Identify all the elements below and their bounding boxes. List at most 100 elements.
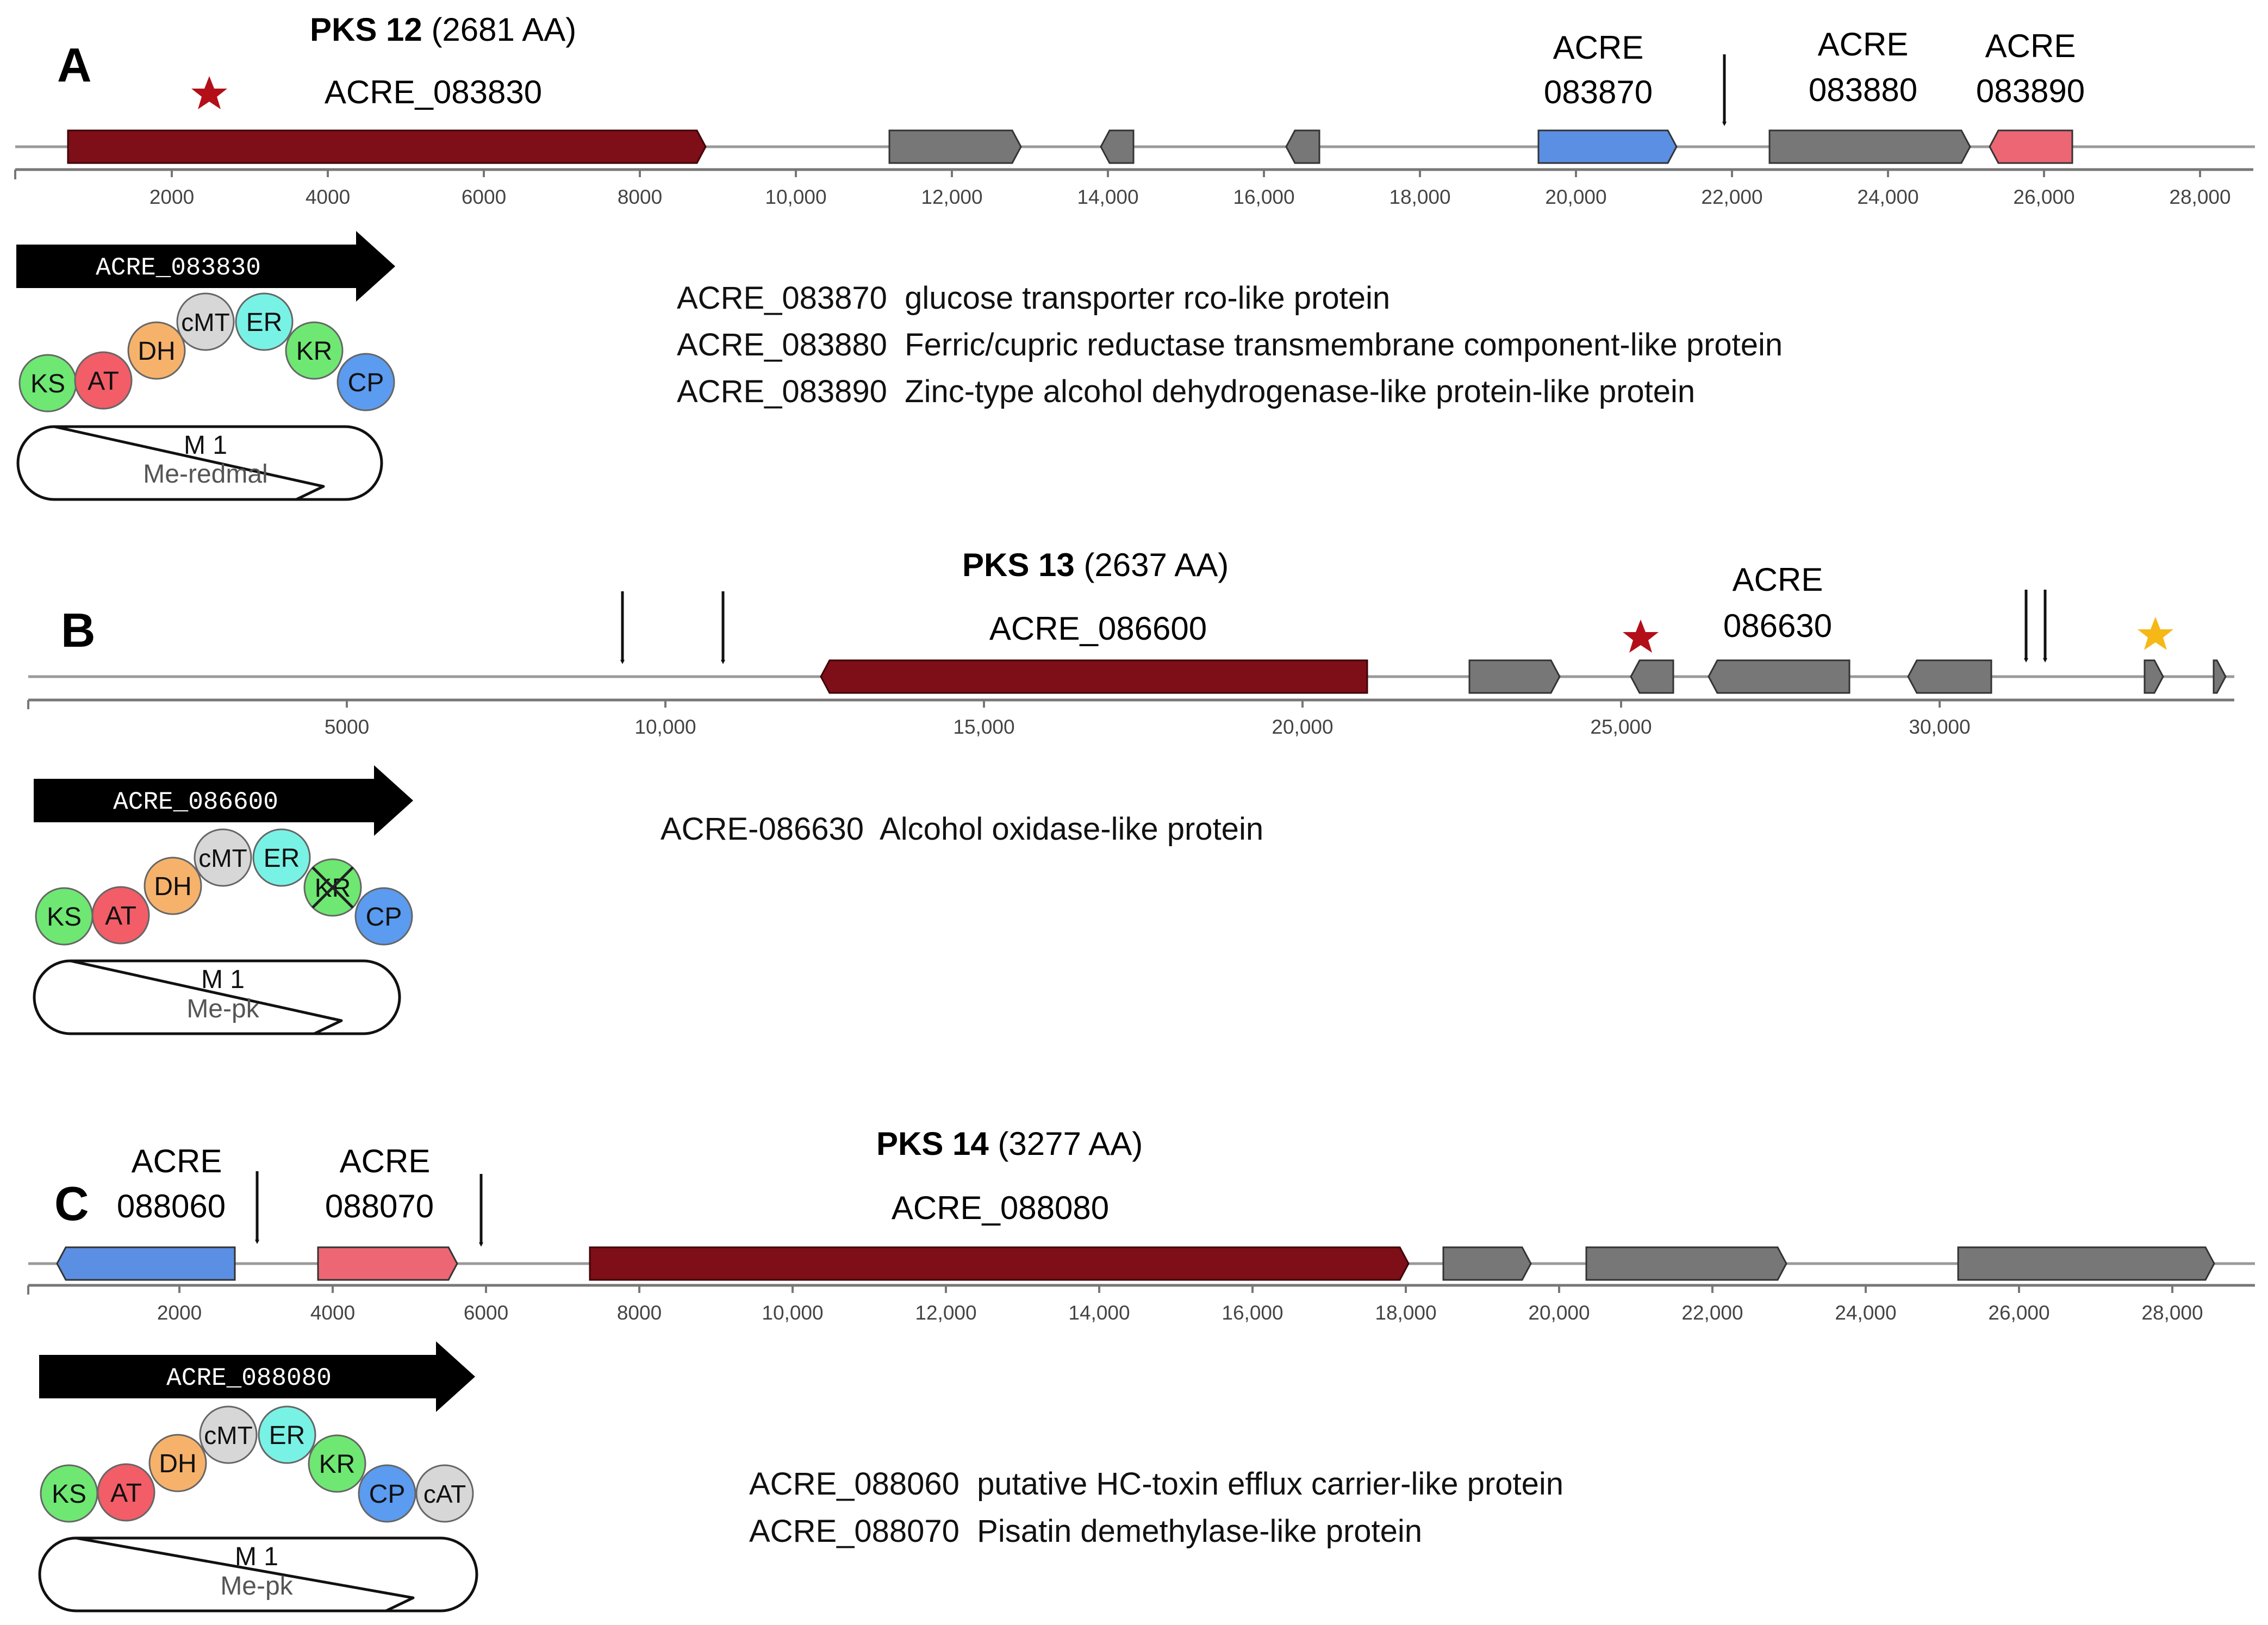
gene-label-bottom: 083880 <box>1809 72 1917 108</box>
module-diagram: ACRE_086600 KS AT DH cMT ER KR CP M 1 Me… <box>33 765 413 1035</box>
gene-direction-arrow <box>16 231 395 302</box>
pks-gene-label: ACRE_088080 <box>892 1190 1109 1226</box>
tick-label: 15,000 <box>953 716 1014 738</box>
module-diagram: ACRE_083830 KS AT DH cMT ER KR CP M 1 Me… <box>16 231 395 501</box>
gene-label-top: ACRE <box>1733 561 1823 598</box>
tick-label: 28,000 <box>2169 186 2230 208</box>
module-bracket <box>33 959 401 1035</box>
tick-label: 8000 <box>618 186 662 208</box>
tick-label: 16,000 <box>1233 186 1294 208</box>
domain-label: CP <box>369 1480 406 1509</box>
tick-label: 10,000 <box>765 186 826 208</box>
pks-title-bold: PKS 13 <box>962 547 1075 583</box>
domain-label: CP <box>348 368 384 397</box>
tick-label: 14,000 <box>1077 186 1138 208</box>
domain-label: cAT <box>423 1480 466 1508</box>
gene-arrow <box>1468 659 1561 694</box>
module-product: Me-pk <box>186 995 259 1023</box>
tick-label: 10,000 <box>634 716 696 738</box>
pks-title-bold: PKS 12 <box>310 11 422 48</box>
pks-title-rest: (2637 AA) <box>1075 547 1229 583</box>
tick-label: 2000 <box>157 1302 202 1324</box>
genes <box>56 1246 2215 1281</box>
gene-arrow-pks <box>67 129 707 164</box>
gene-descriptions: ACRE-086630 Alcohol oxidase-like protein <box>661 811 1263 847</box>
gene-label-top: ACRE <box>340 1143 431 1179</box>
panel-a: A PKS 12 (2681 AA) ACRE_083830 ACRE 0838… <box>14 11 2255 501</box>
gene-arrow-pks <box>589 1246 1410 1281</box>
domain-label: cMT <box>198 844 247 872</box>
axis: 2000 4000 6000 8000 10,000 12,000 14,000… <box>14 168 2253 208</box>
tick-label: 4000 <box>306 186 350 208</box>
domain-label: AT <box>105 902 136 930</box>
gene-arrow <box>56 1246 236 1281</box>
tick-label: 26,000 <box>1988 1302 2049 1324</box>
domain: KS <box>35 887 94 946</box>
gene-description: ACRE-086630 Alcohol oxidase-like protein <box>661 811 1263 847</box>
panel-letter: C <box>54 1177 89 1230</box>
pks-title-rest: (2681 AA) <box>422 11 577 48</box>
gene-arrow <box>1768 129 1971 164</box>
domain-label: CP <box>366 903 402 932</box>
domain: AT <box>97 1463 155 1522</box>
domain: DH <box>144 857 202 915</box>
gene-arrow <box>2213 659 2227 694</box>
domain: KR <box>308 1434 366 1493</box>
gene-arrow <box>317 1246 458 1281</box>
axis: 5000 10,000 15,000 20,000 25,000 30,000 <box>27 698 2234 738</box>
gene-description: ACRE_088070 Pisatin demethylase-like pro… <box>749 1514 1422 1549</box>
gene-direction-arrow <box>34 765 413 836</box>
domain-label: KS <box>52 1480 86 1509</box>
axis-ticks <box>178 1285 2173 1293</box>
domain-label: cMT <box>204 1421 252 1449</box>
gene-label-bottom: 083890 <box>1976 73 2085 109</box>
pks-title: PKS 14 (3277 AA) <box>876 1126 1143 1162</box>
panel-c: C PKS 14 (3277 AA) ACRE_088080 ACRE 0880… <box>27 1126 2255 1612</box>
tick-label: 6000 <box>462 186 506 208</box>
gene-label-top: ACRE <box>132 1143 222 1179</box>
tick-label: 20,000 <box>1545 186 1606 208</box>
domain-label: KR <box>319 1450 356 1479</box>
domain-label: KS <box>30 370 65 398</box>
gene-description: ACRE_088060 putative HC-toxin efflux car… <box>749 1466 1563 1502</box>
gene-arrow <box>1537 129 1678 164</box>
gene-label-top: ACRE <box>1553 29 1644 66</box>
axis-tick-labels: 2000 4000 6000 8000 10,000 12,000 14,000… <box>157 1302 2203 1324</box>
star-marker <box>2138 617 2173 650</box>
domain: KS <box>18 354 77 412</box>
tick-label: 26,000 <box>2013 186 2074 208</box>
module-number: M 1 <box>184 431 227 460</box>
panel-letter: B <box>61 603 96 657</box>
gene-arrow <box>1630 659 1674 694</box>
axis-tick-labels: 2000 4000 6000 8000 10,000 12,000 14,000… <box>149 186 2231 208</box>
gene-label-bottom: 088060 <box>117 1188 226 1224</box>
gene-arrow <box>2144 659 2164 694</box>
domain-inactive: KR <box>303 858 362 917</box>
gene-arrow <box>1708 659 1850 694</box>
gene-arrow <box>1907 659 1992 694</box>
gene-descriptions: ACRE_088060 putative HC-toxin efflux car… <box>749 1466 1563 1549</box>
panel-b: B PKS 13 (2637 AA) ACRE_086600 ACRE 0866… <box>27 547 2234 1035</box>
tick-label: 8000 <box>617 1302 662 1324</box>
tick-label: 18,000 <box>1389 186 1450 208</box>
tick-label: 2000 <box>149 186 194 208</box>
domain-label: ER <box>269 1421 306 1450</box>
domain-label: cMT <box>181 308 229 336</box>
pks-gene-label: ACRE_083830 <box>325 74 542 110</box>
gene-label-bottom: 083870 <box>1544 74 1653 110</box>
gene-description: ACRE_083870 glucose transporter rco-like… <box>677 280 1390 316</box>
star-marker <box>191 76 227 109</box>
genes <box>820 659 2227 694</box>
module-bracket <box>16 425 383 501</box>
gene-description: ACRE_083880 Ferric/cupric reductase tran… <box>677 327 1783 362</box>
domain-label: DH <box>159 1449 196 1478</box>
tick-label: 18,000 <box>1375 1302 1436 1324</box>
domain: KR <box>285 321 344 380</box>
gene-arrow <box>888 129 1022 164</box>
gene-description: ACRE_083890 Zinc-type alcohol dehydrogen… <box>677 374 1695 409</box>
domain: ER <box>235 292 294 351</box>
tick-label: 16,000 <box>1222 1302 1283 1324</box>
axis-ticks <box>346 700 1941 708</box>
gene-label-top: ACRE <box>1985 28 2076 64</box>
